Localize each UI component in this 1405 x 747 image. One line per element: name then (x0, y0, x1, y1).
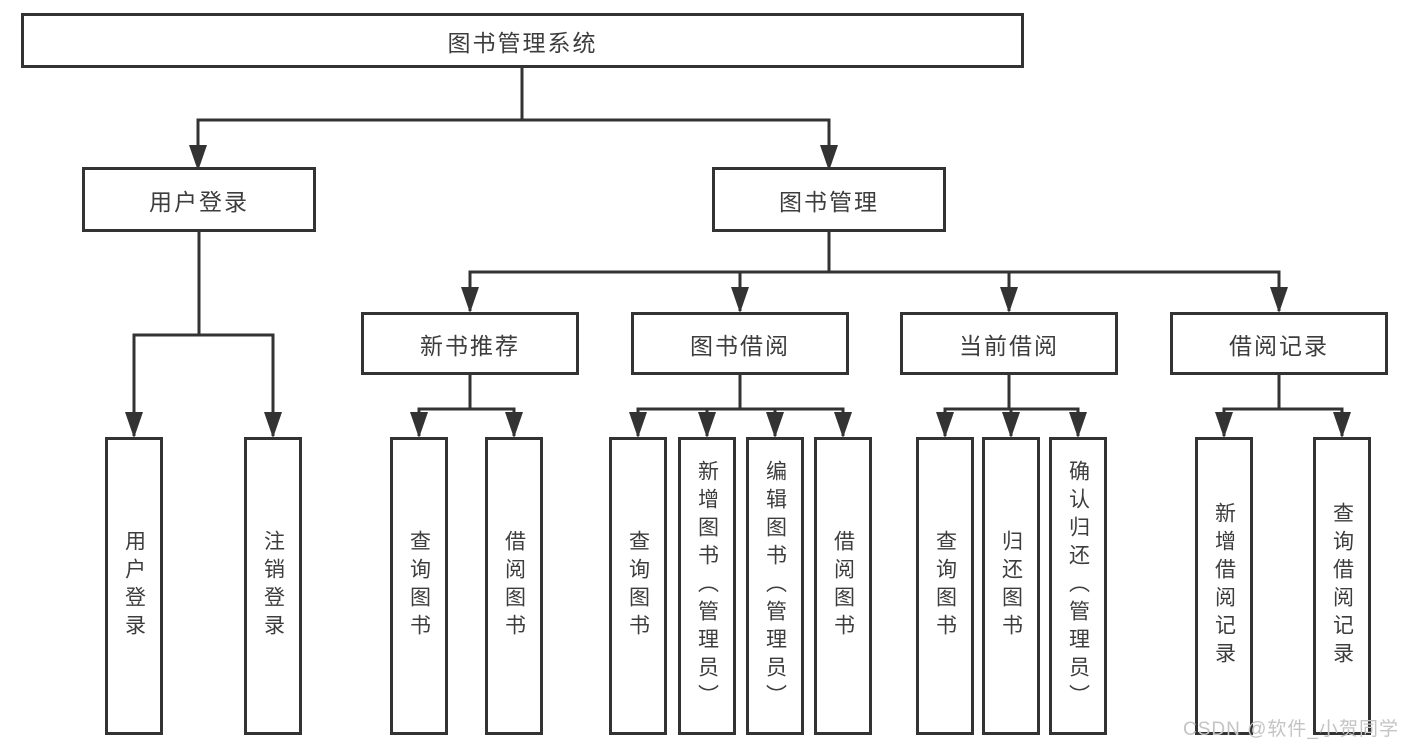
leaf-confirm-return-admin: 确认归还（管理员） (1049, 437, 1107, 735)
node-root: 图书管理系统 (21, 13, 1024, 68)
node-user-login: 用户登录 (82, 167, 316, 232)
leaf-add-borrow-record: 新增借阅记录 (1195, 437, 1253, 735)
node-new-book-recommend-label: 新书推荐 (420, 332, 520, 359)
leaf-edit-books-admin: 编辑图书（管理员） (746, 437, 804, 735)
node-book-management-label: 图书管理 (779, 188, 879, 215)
node-user-login-label: 用户登录 (149, 188, 249, 215)
leaf-borrowing-borrow-books: 借阅图书 (814, 437, 872, 735)
leaf-recommend-query-books: 查询图书 (390, 437, 448, 735)
node-borrowing-records: 借阅记录 (1170, 312, 1388, 375)
leaf-current-query-books-label: 查询图书 (933, 530, 957, 642)
leaf-add-borrow-record-label: 新增借阅记录 (1212, 502, 1236, 670)
leaf-query-borrow-record-label: 查询借阅记录 (1330, 502, 1354, 670)
node-current-borrowing-label: 当前借阅 (959, 332, 1059, 359)
leaf-edit-books-admin-label: 编辑图书（管理员） (763, 460, 787, 712)
leaf-borrowing-borrow-books-label: 借阅图书 (831, 530, 855, 642)
leaf-borrowing-query-books: 查询图书 (609, 437, 667, 735)
node-current-borrowing: 当前借阅 (900, 312, 1118, 375)
leaf-query-borrow-record: 查询借阅记录 (1313, 437, 1371, 735)
node-book-borrowing: 图书借阅 (631, 312, 849, 375)
leaf-confirm-return-admin-label: 确认归还（管理员） (1066, 460, 1090, 712)
leaf-return-books-label: 归还图书 (999, 530, 1023, 642)
node-new-book-recommend: 新书推荐 (361, 312, 579, 375)
node-borrowing-records-label: 借阅记录 (1229, 332, 1329, 359)
node-book-borrowing-label: 图书借阅 (690, 332, 790, 359)
leaf-logout-label: 注销登录 (261, 530, 285, 642)
leaf-user-login-label: 用户登录 (122, 530, 146, 642)
leaf-add-books-admin-label: 新增图书（管理员） (695, 460, 719, 712)
leaf-return-books: 归还图书 (982, 437, 1040, 735)
leaf-recommend-borrow-books-label: 借阅图书 (502, 530, 526, 642)
leaf-current-query-books: 查询图书 (916, 437, 974, 735)
leaf-recommend-borrow-books: 借阅图书 (485, 437, 543, 735)
watermark: CSDN @软件_小贺同学 (1183, 719, 1399, 740)
leaf-borrowing-query-books-label: 查询图书 (626, 530, 650, 642)
leaf-recommend-query-books-label: 查询图书 (407, 530, 431, 642)
leaf-user-login: 用户登录 (105, 437, 163, 735)
node-book-management: 图书管理 (712, 167, 946, 232)
leaf-logout: 注销登录 (244, 437, 302, 735)
node-root-label: 图书管理系统 (447, 29, 598, 56)
leaf-add-books-admin: 新增图书（管理员） (678, 437, 736, 735)
